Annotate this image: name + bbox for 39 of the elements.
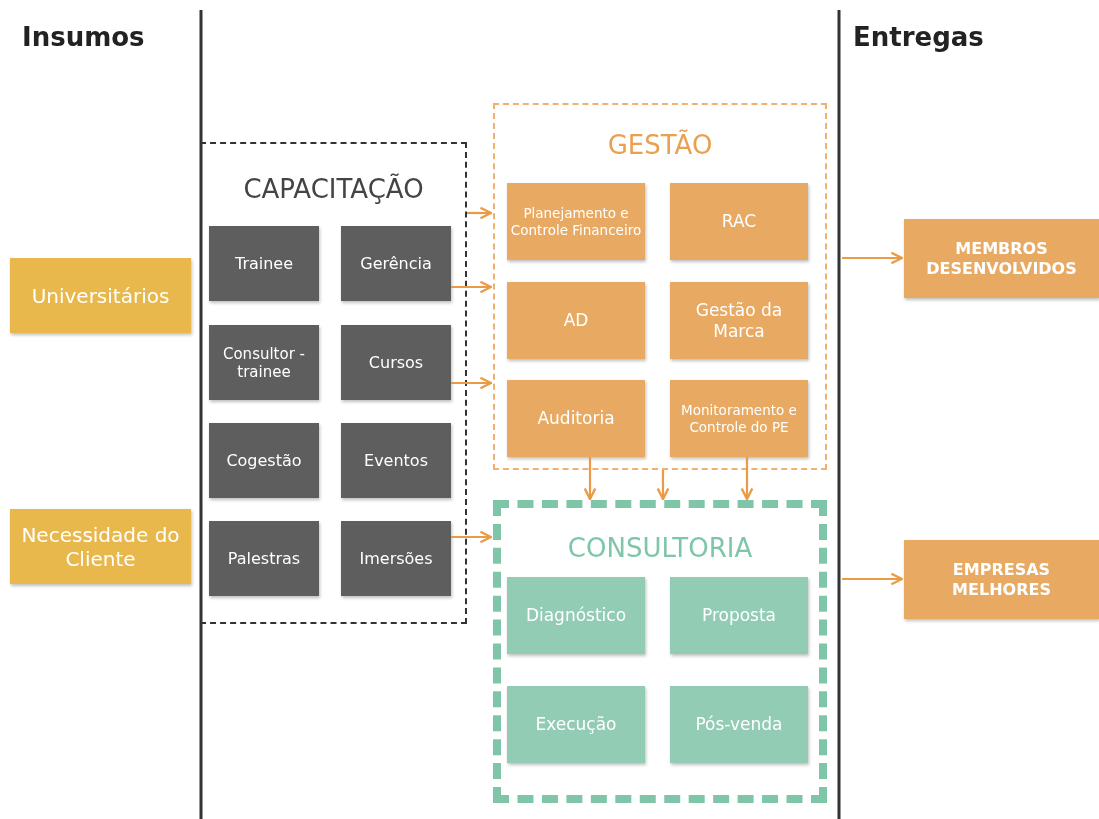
management-box: Gestão da Marca <box>670 282 808 359</box>
arrow <box>467 206 493 220</box>
arrow <box>451 376 493 390</box>
consulting-box: Proposta <box>670 577 808 654</box>
management-group <box>493 103 827 470</box>
training-box: Imersões <box>341 521 451 596</box>
management-box: Auditoria <box>507 380 645 457</box>
management-box: Monitoramento e Controle do PE <box>670 380 808 457</box>
group-title: GESTÃO <box>606 130 714 160</box>
arrow <box>842 251 904 265</box>
consulting-group <box>493 500 827 803</box>
arrow <box>842 572 904 586</box>
group-title: CONSULTORIA <box>566 533 754 563</box>
consulting-box: Execução <box>507 686 645 763</box>
training-box: Cogestão <box>209 423 319 498</box>
management-box: Planejamento e Controle Financeiro <box>507 183 645 260</box>
training-box: Cursos <box>341 325 451 400</box>
arrow <box>451 530 493 544</box>
arrow <box>740 457 754 501</box>
column-heading: Entregas <box>853 22 984 52</box>
management-box: AD <box>507 282 645 359</box>
training-box: Gerência <box>341 226 451 301</box>
arrow <box>656 470 670 501</box>
training-box: Palestras <box>209 521 319 596</box>
arrow <box>583 457 597 501</box>
management-box: RAC <box>670 183 808 260</box>
arrow <box>451 280 493 294</box>
training-box: Trainee <box>209 226 319 301</box>
training-group <box>200 142 467 624</box>
column-heading: Insumos <box>22 22 145 52</box>
consulting-box: Diagnóstico <box>507 577 645 654</box>
input-box: Universitários <box>10 258 191 333</box>
output-box: MEMBROS DESENVOLVIDOS <box>904 219 1099 298</box>
training-box: Eventos <box>341 423 451 498</box>
training-box: Consultor -trainee <box>209 325 319 400</box>
consulting-box: Pós-venda <box>670 686 808 763</box>
input-box: Necessidade do Cliente <box>10 509 191 584</box>
group-title: CAPACITAÇÃO <box>242 174 425 204</box>
output-box: EMPRESAS MELHORES <box>904 540 1099 619</box>
